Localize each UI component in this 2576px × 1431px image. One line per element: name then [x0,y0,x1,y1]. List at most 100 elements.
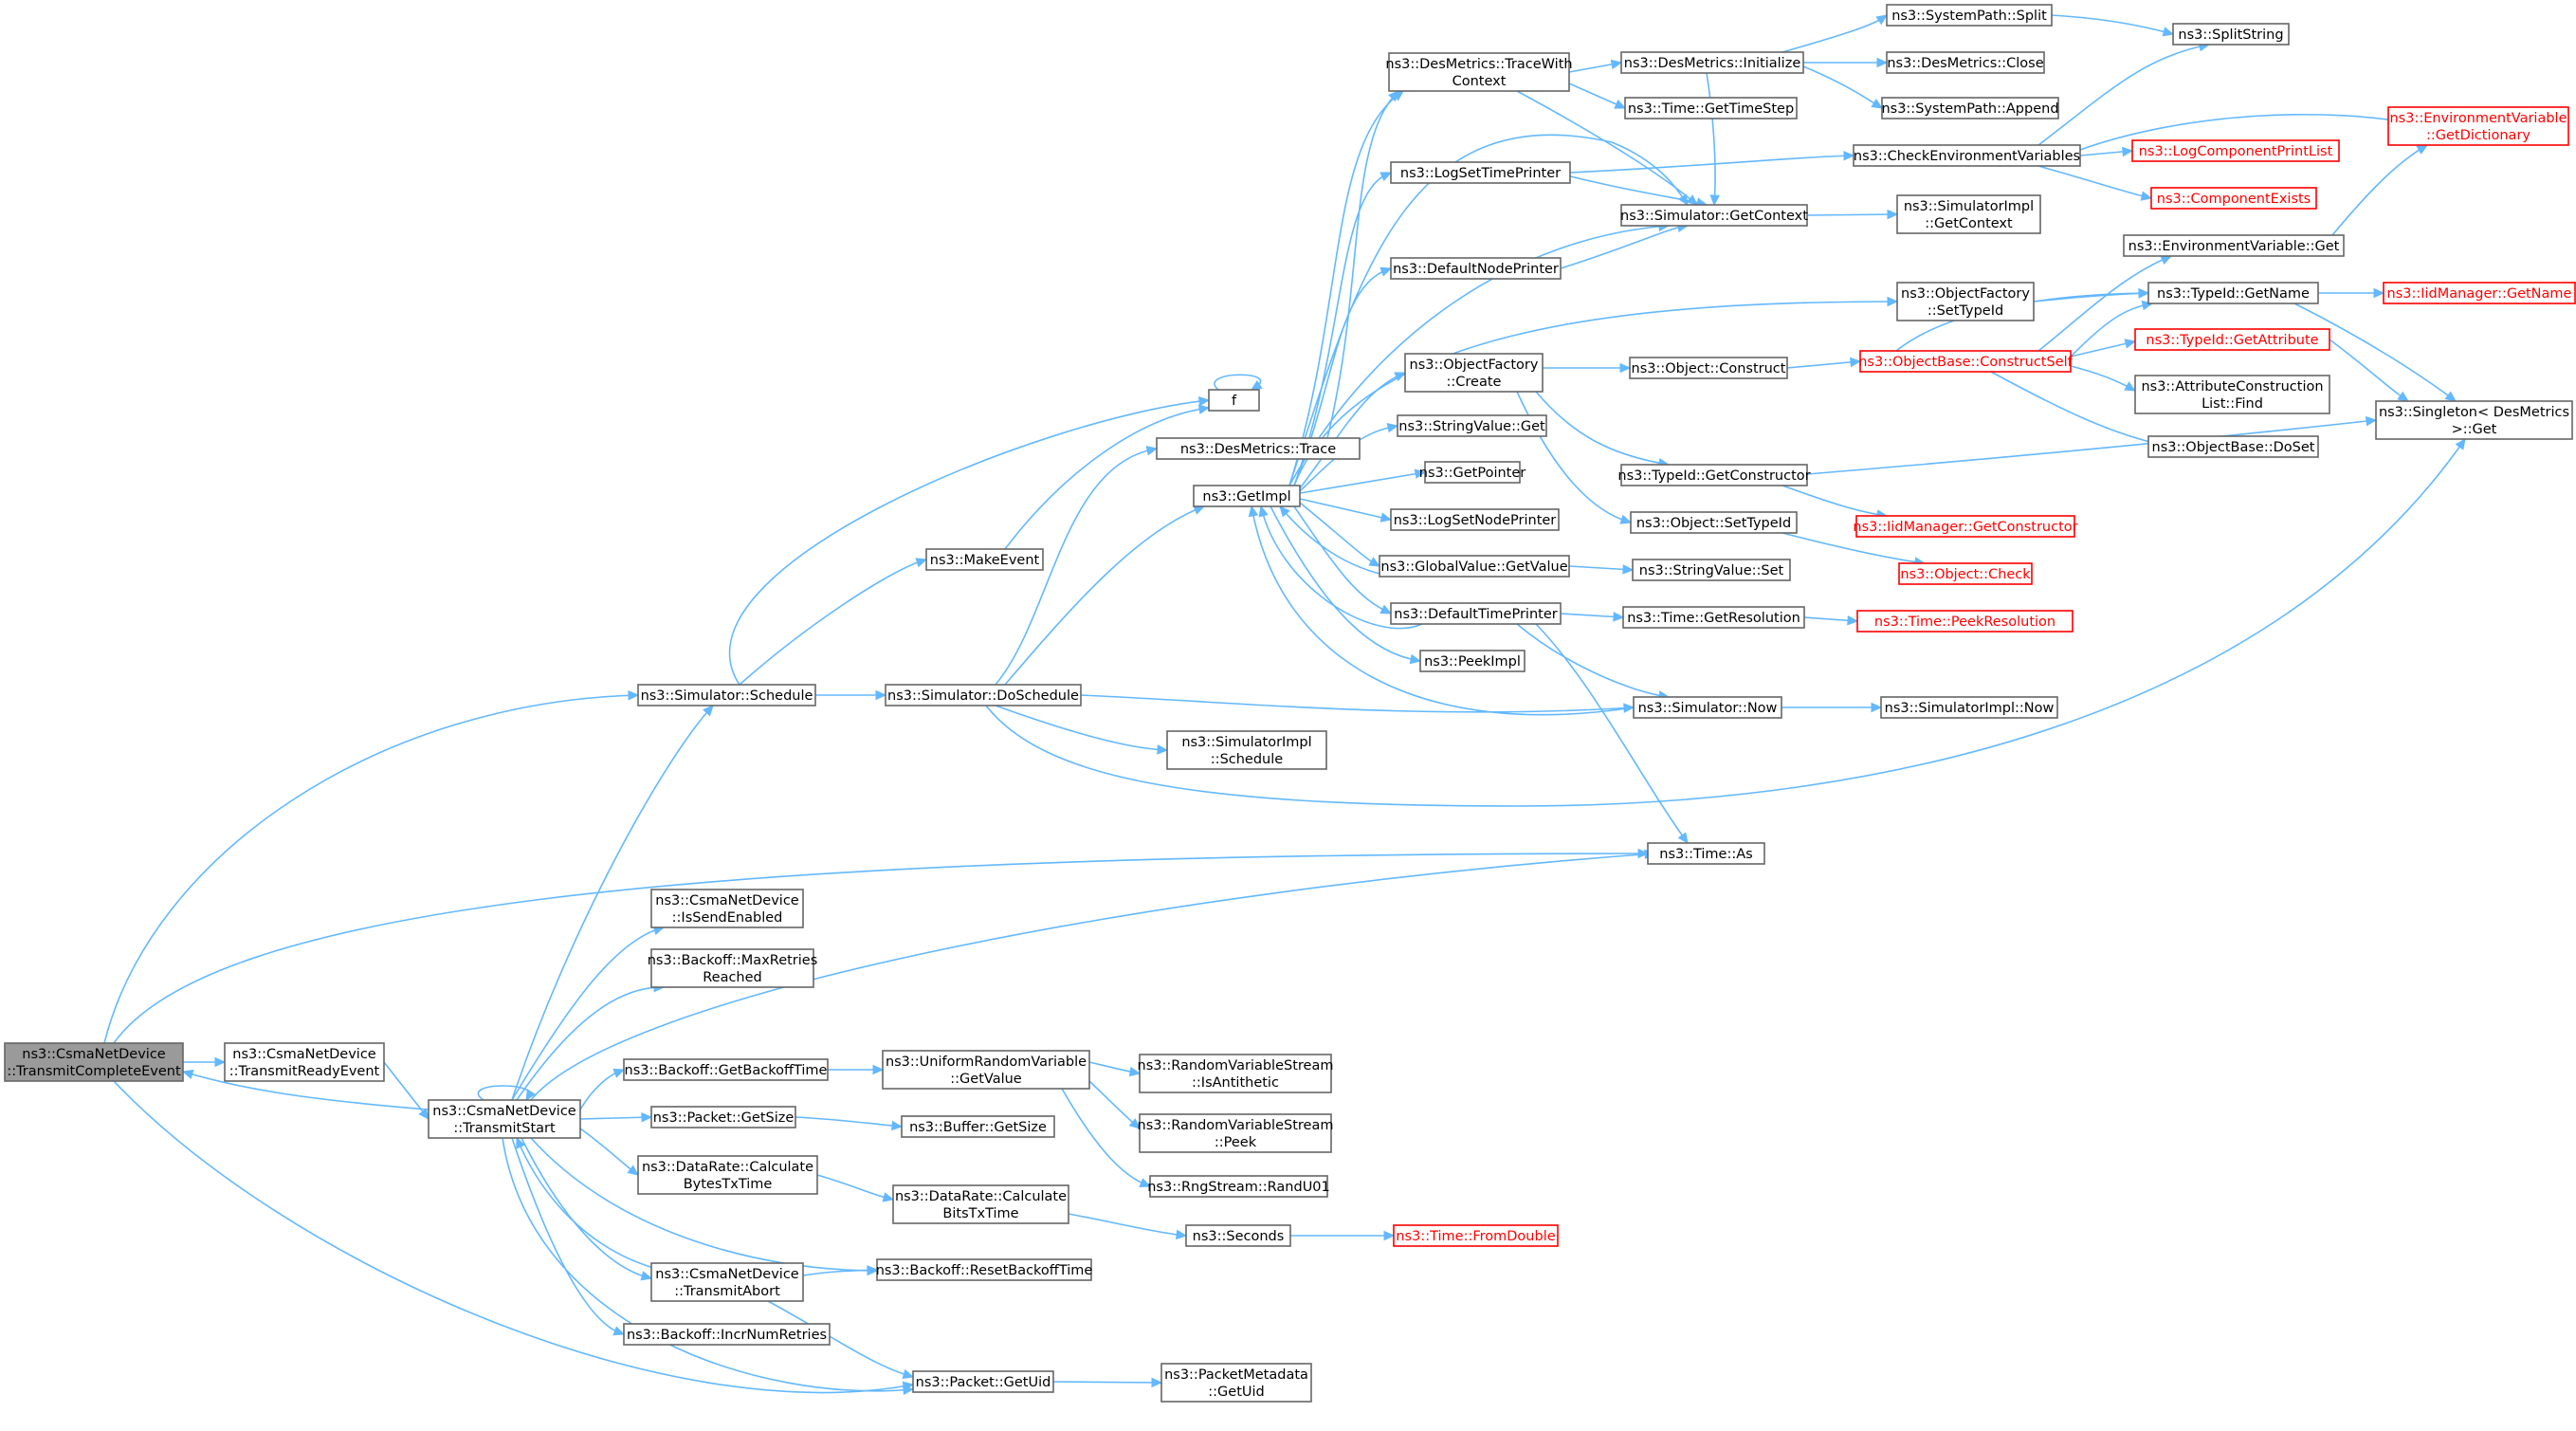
node-objsti[interactable]: ns3::Object::SetTypeId [1630,511,1798,534]
node-tgr[interactable]: ns3::Time::GetResolution [1622,606,1805,629]
arrowhead [867,1265,879,1275]
node-dminit[interactable]: ns3::DesMetrics::Initialize [1620,51,1804,74]
node-tidga[interactable]: ns3::TypeId::GetAttribute [2134,328,2330,351]
node-simimplgc[interactable]: ns3::SimulatorImpl::GetContext [1896,194,2041,234]
node-lstp[interactable]: ns3::LogSetTimePrinter [1390,161,1571,184]
node-box [1139,1113,1332,1153]
call-edge-ta-rbt [802,1269,878,1276]
node-box [1896,282,2035,321]
node-iidgc[interactable]: ns3::IidManager::GetConstructor [1853,515,2078,538]
node-rvsanti[interactable]: ns3::RandomVariableStream::IsAntithetic [1138,1054,1334,1093]
node-dnp[interactable]: ns3::DefaultNodePrinter [1390,257,1562,280]
node-objconstruct[interactable]: ns3::Object::Construct [1629,357,1788,379]
node-svget[interactable]: ns3::StringValue::Get [1397,414,1547,437]
node-box [876,1258,1092,1281]
call-edge-dosched-getimpl [1004,505,1205,686]
node-seconds[interactable]: ns3::Seconds [1185,1224,1291,1247]
node-ts[interactable]: ns3::CsmaNetDevice::TransmitStart [428,1099,581,1139]
node-simgc[interactable]: ns3::Simulator::GetContext [1620,204,1808,227]
node-peekimpl[interactable]: ns3::PeekImpl [1419,650,1526,672]
arrowhead [1386,422,1399,433]
node-box [2147,282,2319,304]
node-evgd[interactable]: ns3::EnvironmentVariable::GetDictionary [2387,106,2569,146]
node-timeas[interactable]: ns3::Time::As [1647,842,1765,865]
arrowhead [627,1165,639,1176]
arrowhead [628,690,640,701]
node-box [1853,144,2081,167]
node-iidgn[interactable]: ns3::IidManager::GetName [2383,282,2576,304]
node-box [901,1115,1055,1138]
node-simsched[interactable]: ns3::SimulatorImpl::Schedule [1166,730,1327,770]
node-tgts[interactable]: ns3::Time::GetTimeStep [1624,97,1798,119]
node-tfd[interactable]: ns3::Time::FromDouble [1393,1224,1559,1247]
node-singget[interactable]: ns3::Singleton< DesMetrics>::Get [2375,400,2573,440]
node-f[interactable]: f [1208,389,1260,412]
node-dmtrace[interactable]: ns3::DesMetrics::Trace [1156,437,1361,460]
node-rvspeek[interactable]: ns3::RandomVariableStream::Peek [1138,1113,1334,1153]
node-simnow[interactable]: ns3::Simulator::Now [1633,696,1782,719]
arrowhead [1279,505,1290,518]
node-svset[interactable]: ns3::StringValue::Set [1632,559,1791,581]
node-sps[interactable]: ns3::SystemPath::Split [1886,4,2053,27]
node-guid[interactable]: ns3::Packet::GetUid [912,1370,1054,1393]
node-getimpl[interactable]: ns3::GetImpl [1193,485,1301,507]
node-cev[interactable]: ns3::CheckEnvironmentVariables [1853,144,2081,167]
node-compex[interactable]: ns3::ComponentExists [2150,187,2317,210]
node-ta[interactable]: ns3::CsmaNetDevice::TransmitAbort [650,1262,804,1302]
node-tidgc[interactable]: ns3::TypeId::GetConstructor [1617,464,1811,486]
node-obcs[interactable]: ns3::ObjectBase::ConstructSelf [1858,350,2074,373]
node-simimplnow[interactable]: ns3::SimulatorImpl::Now [1880,696,2058,719]
node-spa[interactable]: ns3::SystemPath::Append [1881,97,2059,119]
node-root[interactable]: ns3::CsmaNetDevice::TransmitCompleteEven… [4,1042,184,1082]
node-dtp[interactable]: ns3::DefaultTimePrinter [1390,602,1562,625]
call-edge-makeev-f [1004,407,1210,550]
arrowhead [703,705,714,717]
call-edge-cbitt-seconds [1068,1213,1187,1237]
node-dosched[interactable]: ns3::Simulator::DoSchedule [885,684,1082,706]
arrowhead [2138,287,2150,299]
node-label: ::IsSendEnabled [672,910,783,926]
arrowhead [1709,194,1720,207]
node-objcheck[interactable]: ns3::Object::Check [1898,562,2033,585]
node-pgs[interactable]: ns3::Packet::GetSize [650,1106,796,1128]
node-obdoset[interactable]: ns3::ObjectBase::DoSet [2147,435,2319,458]
node-gbt[interactable]: ns3::Backoff::GetBackoffTime [623,1058,829,1081]
node-sched[interactable]: ns3::Simulator::Schedule [637,684,816,706]
node-gptr[interactable]: ns3::GetPointer [1419,461,1526,484]
node-dmclose[interactable]: ns3::DesMetrics::Close [1886,51,2045,74]
node-pmguid[interactable]: ns3::PacketMetadata::GetUid [1160,1363,1312,1403]
arrowhead [418,1108,429,1120]
node-tre[interactable]: ns3::CsmaNetDevice::TransmitReadyEvent [224,1042,385,1082]
node-tpr[interactable]: ns3::Time::PeekResolution [1856,610,2074,633]
call-edge-ts-root [182,1071,429,1110]
node-label: ns3::Simulator::DoSchedule [887,688,1079,704]
node-inr[interactable]: ns3::Backoff::IncrNumRetries [623,1323,831,1346]
arrowhead [1250,379,1263,391]
node-box [1419,650,1526,672]
node-lsnp[interactable]: ns3::LogSetNodePrinter [1390,508,1560,531]
node-bgs[interactable]: ns3::Buffer::GetSize [901,1115,1055,1138]
node-ofcreate[interactable]: ns3::ObjectFactory::Create [1404,353,1544,393]
node-urgv[interactable]: ns3::UniformRandomVariable::GetValue [882,1050,1090,1090]
node-makeev[interactable]: ns3::MakeEvent [925,548,1044,571]
node-label: ns3::TypeId::GetName [2157,286,2310,302]
node-evget[interactable]: ns3::EnvironmentVariable::Get [2123,234,2345,257]
node-lcpl[interactable]: ns3::LogComponentPrintList [2131,139,2340,162]
call-edge-f-f [1214,374,1262,391]
node-tidgn[interactable]: ns3::TypeId::GetName [2147,282,2319,304]
call-edge-cbtt-cbitt [816,1174,894,1201]
node-gvgv[interactable]: ns3::GlobalValue::GetValue [1379,555,1570,578]
node-rng[interactable]: ns3::RngStream::RandU01 [1147,1175,1330,1198]
call-edge-getimpl-gptr [1299,471,1426,494]
node-isse[interactable]: ns3::CsmaNetDevice::IsSendEnabled [650,889,804,928]
node-ofsti[interactable]: ns3::ObjectFactory::SetTypeId [1896,282,2035,321]
node-box [2134,328,2330,351]
node-rbt[interactable]: ns3::Backoff::ResetBackoffTime [876,1258,1093,1281]
arrowhead [181,1069,194,1080]
node-splitstr[interactable]: ns3::SplitString [2172,23,2290,46]
